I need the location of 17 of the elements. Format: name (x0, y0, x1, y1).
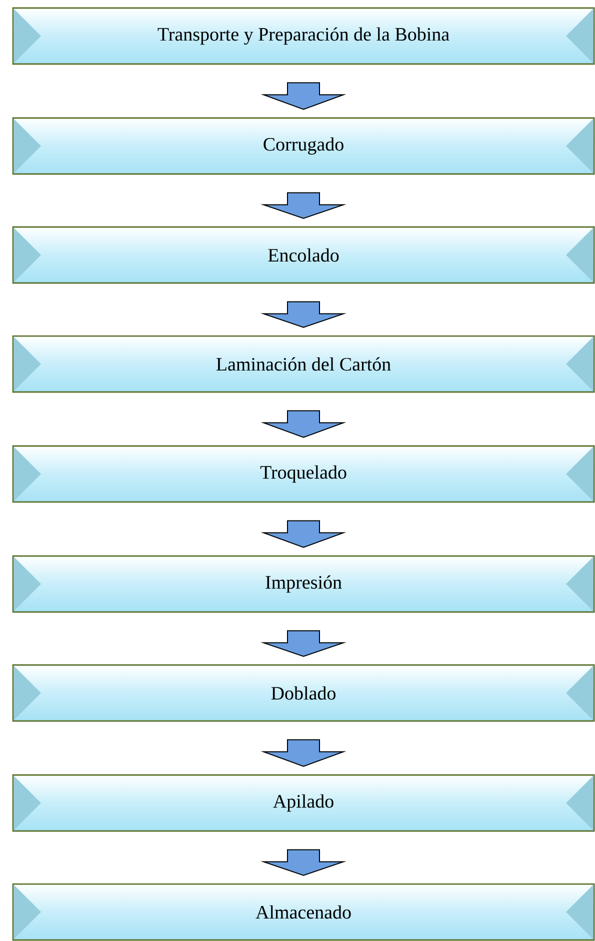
process-box: Apilado (12, 774, 595, 832)
arrow (260, 739, 346, 767)
arrow (260, 520, 346, 548)
arrow (260, 82, 346, 110)
arrow (260, 192, 347, 219)
process-box: Troquelado (12, 445, 595, 503)
process-box: Corrugado (12, 117, 595, 175)
arrow (260, 849, 347, 876)
process-box: Almacenado (12, 883, 595, 941)
arrow (260, 301, 347, 328)
process-box: Impresión (12, 555, 595, 613)
process-box: Doblado (12, 664, 595, 722)
process-box: Encolado (12, 226, 595, 284)
process-box: Laminación del Cartón (12, 335, 595, 393)
arrow (260, 630, 347, 657)
process-box: Transporte y Preparación de la Bobina (12, 7, 595, 65)
arrow (260, 410, 346, 438)
